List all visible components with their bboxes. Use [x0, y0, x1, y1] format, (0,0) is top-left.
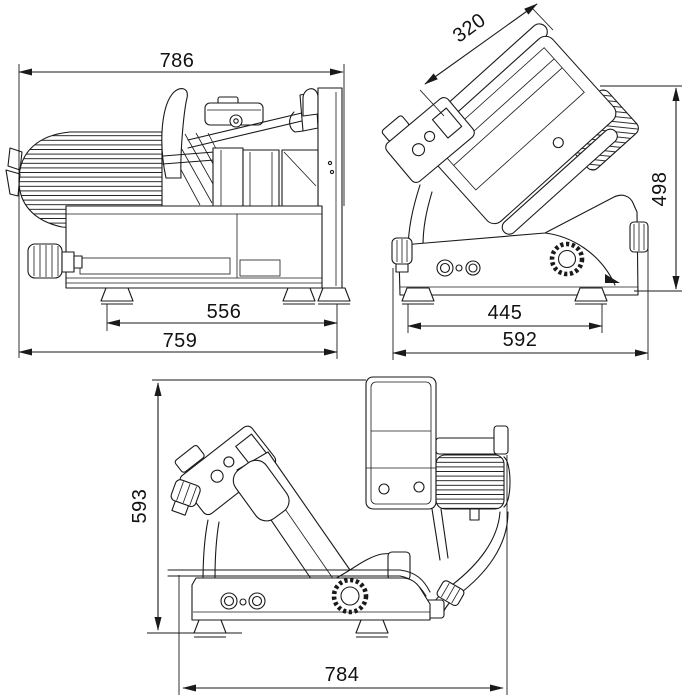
clamp-knob	[27, 243, 83, 279]
dim-label-rear-height: 593	[129, 489, 151, 524]
rear-gauge-knob	[331, 577, 369, 615]
front-clamp-knob	[391, 237, 413, 273]
dimension-side-base-width: 759	[18, 330, 338, 356]
arm-knob	[436, 580, 465, 607]
rear-base	[167, 569, 431, 621]
sharpener-unit	[204, 96, 264, 128]
carriage-handle	[161, 88, 188, 179]
dimension-front-height: 498	[600, 85, 682, 292]
front-feet	[401, 287, 608, 305]
front-view-drawing: 320 498 445 592	[381, 3, 682, 360]
right-knob	[629, 221, 649, 253]
dim-label-front-base-width: 592	[503, 329, 538, 351]
sharpener-unit-front	[381, 97, 475, 183]
dimension-rear-overall-width: 784	[178, 455, 508, 695]
dimension-side-foot-span: 556	[106, 301, 338, 359]
dim-label-front-height: 498	[649, 172, 671, 207]
front-base	[398, 194, 639, 296]
dim-label-rear-overall-width: 784	[325, 664, 360, 686]
carriage-arm	[232, 451, 411, 590]
motor-ribs	[435, 454, 505, 510]
rear-clamp-knob	[170, 479, 201, 516]
blade-edge-parts	[5, 147, 23, 197]
rear-view-drawing: 593 784	[129, 376, 511, 695]
dimension-front-foot-span: 445	[407, 302, 603, 333]
product-tray	[365, 376, 437, 510]
dimension-side-overall-width: 786	[18, 50, 345, 358]
rear-support-arm	[419, 508, 509, 619]
rear-left-leg	[202, 519, 220, 583]
gauge-knob	[549, 241, 585, 277]
dim-label-side-base-width: 759	[163, 330, 198, 352]
machine-base	[65, 205, 323, 289]
side-view-drawing: 786 556 759	[5, 50, 351, 359]
dimension-front-base-width: 592	[392, 248, 649, 360]
dim-label-front-foot-span: 445	[488, 302, 523, 324]
rear-feet	[193, 619, 389, 638]
dimension-rear-height: 593	[129, 379, 366, 634]
dim-label-side-foot-span: 556	[207, 301, 242, 323]
rear-motor	[435, 425, 511, 521]
dim-label-side-overall-width: 786	[160, 50, 195, 72]
feet	[100, 287, 351, 305]
